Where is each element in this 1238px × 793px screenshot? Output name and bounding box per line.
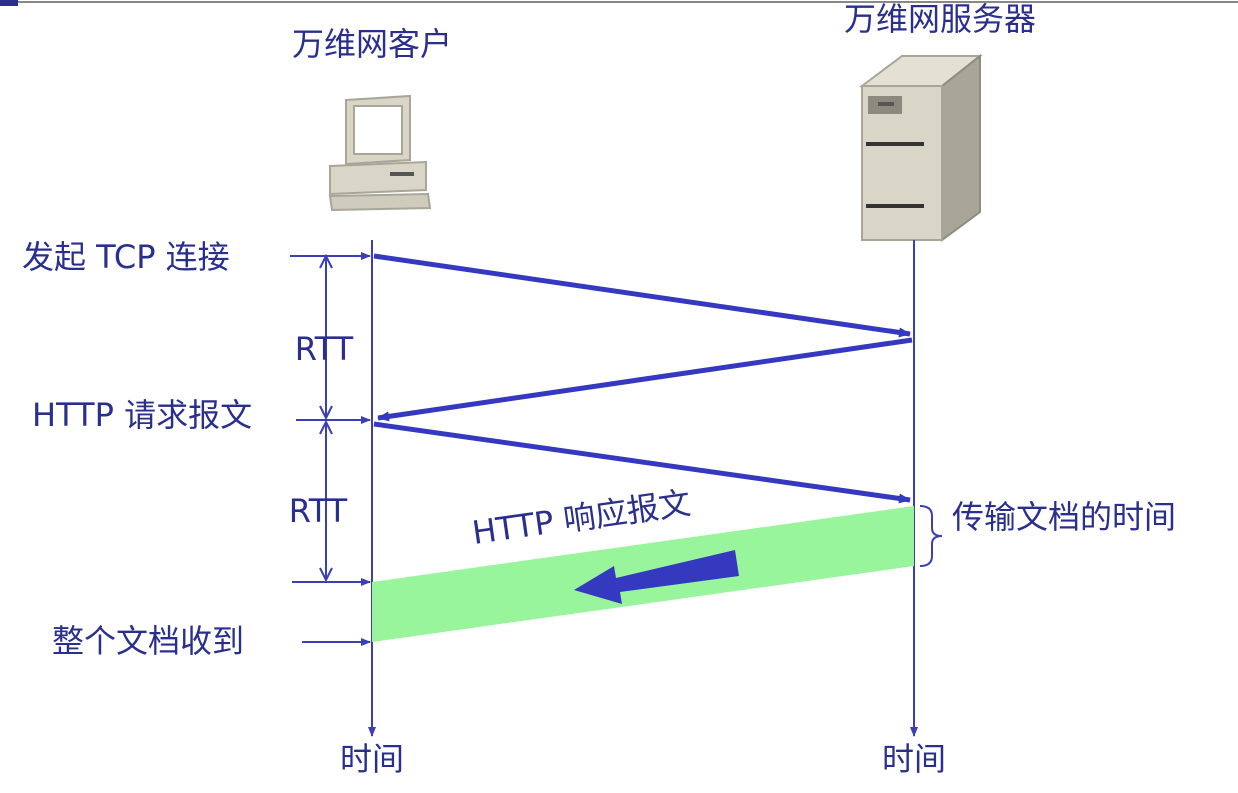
- corner-mark: [0, 0, 18, 6]
- rtt-dimension-2: [319, 419, 333, 583]
- client-time-label: 时间: [340, 740, 404, 778]
- rtt-label-2: RTT: [289, 492, 348, 530]
- server-title: 万维网服务器: [844, 0, 1036, 38]
- http-request-arrow: [373, 421, 911, 504]
- tcp-connect-label: 发起 TCP 连接: [22, 238, 230, 276]
- tower-server-icon: [859, 53, 983, 242]
- rtt-dimension-1: [319, 253, 333, 421]
- response-direction-arrow: [574, 550, 739, 604]
- transfer-time-brace: [919, 505, 943, 567]
- tcp-ack-arrow: [377, 337, 913, 422]
- transfer-time-label: 传输文档的时间: [952, 498, 1176, 536]
- rtt-label-1: RTT: [295, 330, 354, 368]
- doc-received-label: 整个文档收到: [52, 622, 244, 660]
- server-time-label: 时间: [882, 740, 946, 778]
- http-request-label: HTTP 请求报文: [32, 396, 252, 434]
- client-title: 万维网客户: [292, 25, 452, 63]
- tcp-connect-arrow: [373, 253, 911, 338]
- desktop-computer-icon: [328, 94, 432, 212]
